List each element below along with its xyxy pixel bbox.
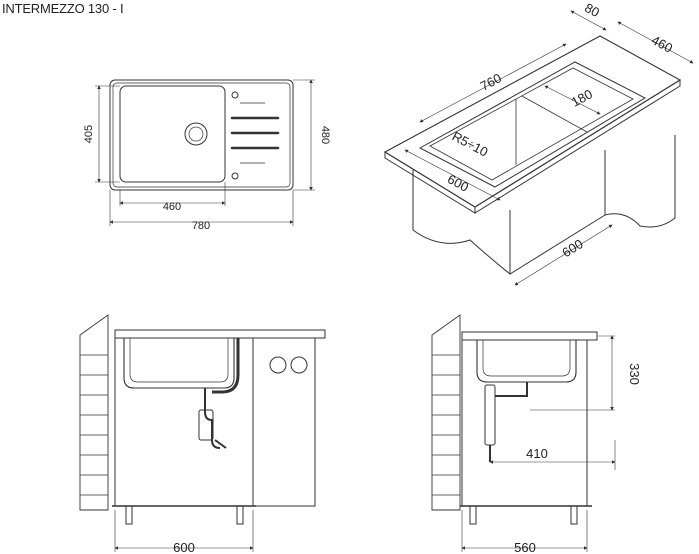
dim-drainer: 180 bbox=[569, 86, 595, 109]
dim-cabinet: 600 bbox=[559, 236, 585, 260]
cabinet-leg bbox=[236, 505, 244, 525]
appliance-knob-icon bbox=[290, 356, 308, 374]
tap-hole-icon bbox=[231, 91, 239, 99]
drain-icon bbox=[184, 122, 208, 146]
sink-outline bbox=[109, 79, 294, 191]
page-title: INTERMEZZO 130 - I bbox=[2, 1, 124, 16]
top-view bbox=[95, 79, 315, 226]
dim-cabinet-depth: 560 bbox=[514, 540, 536, 554]
dim-top-edge: 80 bbox=[582, 0, 602, 20]
dim-cabinet-width: 600 bbox=[173, 540, 195, 554]
front-bowl bbox=[123, 338, 235, 389]
dim-radius: R5÷10 bbox=[450, 128, 491, 159]
appliance-knob-icon bbox=[269, 356, 287, 374]
cabinet-front bbox=[412, 170, 511, 276]
dim-height: 330 bbox=[627, 363, 642, 385]
dim-bowl-depth: 405 bbox=[83, 125, 95, 143]
iso-view bbox=[383, 10, 694, 286]
dim-depth-overall: 480 bbox=[319, 126, 331, 144]
dim-width-overall: 780 bbox=[192, 220, 210, 232]
front-view bbox=[79, 314, 326, 552]
cabinet-leg bbox=[570, 505, 578, 525]
dim-offset: 410 bbox=[526, 446, 548, 461]
overflow-icon bbox=[231, 172, 239, 180]
side-view bbox=[431, 314, 616, 552]
bowl-outline bbox=[119, 85, 226, 183]
cabinet-leg bbox=[469, 505, 477, 525]
cabinet-leg bbox=[125, 505, 133, 525]
dim-bowl-width: 460 bbox=[163, 201, 181, 213]
dim-top-depth: 460 bbox=[649, 32, 675, 55]
